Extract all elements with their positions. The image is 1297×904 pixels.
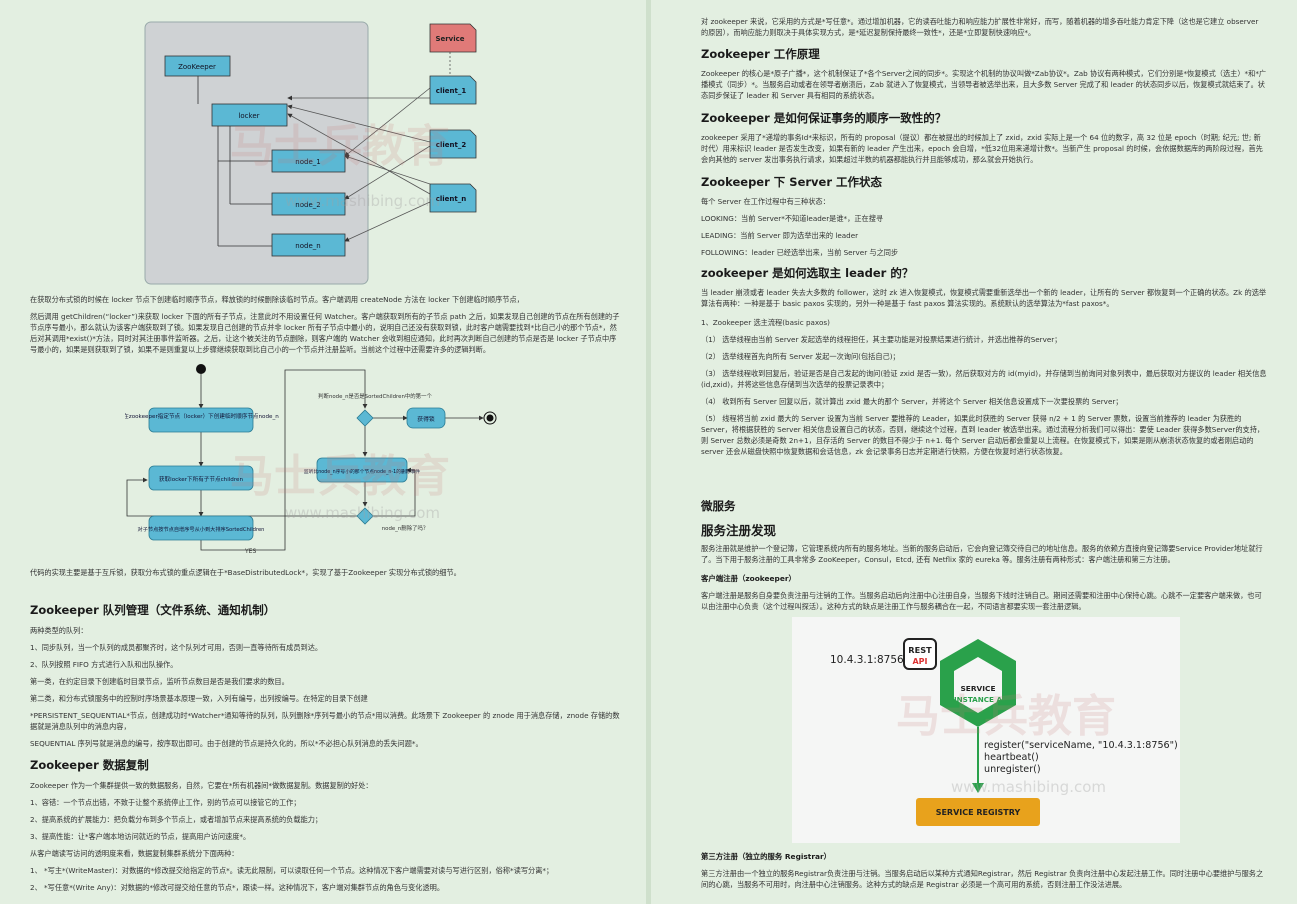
repl-line-5: 从客户端读写访问的透明度来看，数据复制集群系统分下面两种：: [30, 849, 239, 858]
node-2: node_2: [271, 192, 346, 216]
elect-line-1: 当 leader 崩溃或者 leader 失去大多数的 follower，这时 …: [701, 288, 1267, 308]
queue-line-7: SEQUENTIAL 序列号就是消息的编号，按序取出即可。由于创建的节点是持久化…: [30, 739, 423, 748]
repl-line-1: Zookeeper 作为一个集群提供一致的数据服务，自然，它要在*所有机器间*做…: [30, 781, 373, 790]
flow-step-watch: 监听比node_n序号小的那个节点node_n-1的删除事件: [304, 457, 421, 483]
heading-third-party-registration: 第三方注册（独立的服务 Registrar）: [701, 852, 831, 861]
zookeeper-lock-diagram: ZooKeeper locker node_1 node_2 node_n Se…: [144, 21, 477, 285]
flow-step-create-node: 在zookeeper指定节点（locker）下创建临时顺序节点node_n: [125, 407, 279, 433]
lock-para-1: 在获取分布式锁的时候在 locker 节点下创建临时顺序节点，释放锁的时候删除该…: [30, 295, 524, 304]
page-gutter: [646, 0, 651, 904]
queue-line-3: 2、队列按照 FIFO 方式进行入队和出队操作。: [30, 660, 178, 669]
zookeeper-node: ZooKeeper: [164, 55, 231, 77]
svg-text:node_n删除了吗？: node_n删除了吗？: [382, 524, 429, 532]
elect-line-5: （3） 选举线程收到回复后，验证是否是自己发起的询问(验证 zxid 是否一致)…: [701, 369, 1267, 389]
svg-text:node_1: node_1: [295, 158, 320, 166]
code-heartbeat: heartbeat(): [984, 752, 1039, 763]
svg-text:获取locker下所有子节点children: 获取locker下所有子节点children: [159, 475, 243, 483]
repl-line-7: 2、 *写任意*(Write Any)：对数据的*修改可提交给任意的节点*，跟读…: [30, 883, 445, 892]
queue-line-1: 两种类型的队列：: [30, 626, 88, 635]
queue-line-6: *PERSISTENT_SEQUENTIAL*节点，创建成功时*Watcher*…: [30, 711, 620, 731]
queue-line-2: 1、同步队列，当一个队列的成员都聚齐时，这个队列才可用，否则一直等待所有成员到达…: [30, 643, 323, 652]
svg-text:client_1: client_1: [436, 87, 467, 95]
svg-text:在zookeeper指定节点（locker）下创建临时顺序节: 在zookeeper指定节点（locker）下创建临时顺序节点node_n: [125, 412, 279, 420]
svg-text:监听比node_n序号小的那个节点node_n-1的删除事件: 监听比node_n序号小的那个节点node_n-1的删除事件: [304, 468, 421, 475]
svg-text:node_n: node_n: [295, 242, 320, 250]
heading-microservice: 微服务: [701, 499, 736, 513]
order-text: zookeeper 采用了*递增的事务Id*来标识，所有的 proposal（提…: [701, 133, 1263, 164]
svg-text:Service: Service: [435, 35, 464, 43]
queue-line-5: 第二类，和分布式锁服务中的控制时序场景基本原理一致，入列有编号，出列按编号。在特…: [30, 694, 368, 703]
svg-text:locker: locker: [238, 112, 259, 120]
write-any-intro: 对 zookeeper 来说，它采用的方式是*写任意*。通过增加机器，它的读吞吐…: [701, 17, 1259, 37]
svg-text:对子节点按节点自增序号从小到大排序SortedChildre: 对子节点按节点自增序号从小到大排序SortedChildren: [138, 525, 265, 533]
elect-line-3: （1） 选举线程由当前 Server 发起选举的线程担任，其主要功能是对投票结果…: [701, 335, 1062, 344]
state-line-1: 每个 Server 在工作过程中有三种状态：: [701, 197, 830, 206]
principle-text: Zookeeper 的核心是*原子广播*，这个机制保证了*各个Server之间的…: [701, 69, 1267, 100]
queue-line-4: 第一类，在约定目录下创建临时目录节点，监听节点数目是否是我们要求的数目。: [30, 677, 289, 686]
rest-api-badge: REST API: [903, 638, 937, 670]
lock-flowchart: 在zookeeper指定节点（locker）下创建临时顺序节点node_n 获取…: [125, 364, 497, 555]
svg-text:node_2: node_2: [295, 201, 320, 209]
flow-start: [196, 364, 206, 374]
service-registry-image: 10.4.3.1:8756 SERVICE INSTANCE A REST AP…: [792, 617, 1180, 843]
heading-order: Zookeeper 是如何保证事务的顺序一致性的？: [701, 111, 947, 125]
node-1: node_1: [271, 149, 346, 173]
svg-text:ZooKeeper: ZooKeeper: [178, 63, 216, 71]
svg-text:SERVICE: SERVICE: [960, 684, 995, 693]
service-registry-box: SERVICE REGISTRY: [916, 798, 1040, 826]
svg-text:获得锁: 获得锁: [417, 415, 435, 423]
state-line-2: LOOKING：当前 Server*不知道leader是谁*，正在搜寻: [701, 214, 884, 223]
elect-line-6: （4） 收到所有 Server 回复以后，就计算出 zxid 最大的那个 Ser…: [701, 397, 1123, 406]
flow-acquired: 获得锁: [406, 407, 446, 429]
flow-yes-label: YES: [244, 548, 256, 555]
state-line-4: FOLLOWING：leader 已经选举出来，当前 Server 与之同步: [701, 248, 899, 257]
repl-line-2: 1、容错：一个节点出错，不致于让整个系统停止工作，别的节点可以接管它的工作；: [30, 798, 301, 807]
service-hexagon: SERVICE INSTANCE A: [940, 639, 1016, 727]
left-page: ZooKeeper locker node_1 node_2 node_n Se…: [0, 0, 646, 904]
flow-end: [483, 411, 497, 425]
right-page: 对 zookeeper 来说，它采用的方式是*写任意*。通过增加机器，它的读吞吐…: [651, 0, 1297, 904]
registration-text: 服务注册就是维护一个登记簿，它管理系统内所有的服务地址。当新的服务启动后，它会向…: [701, 544, 1263, 564]
heading-registration: 服务注册发现: [701, 523, 777, 538]
service-node: Service: [429, 23, 477, 53]
client-2: client_2: [429, 129, 477, 159]
client-n: client_n: [429, 183, 477, 213]
lock-para-3: 代码的实现主要是基于互斥锁，获取分布式锁的重点逻辑在于*BaseDistribu…: [30, 568, 461, 577]
state-line-3: LEADING：当前 Server 即为选举出来的 leader: [701, 231, 859, 240]
instance-ip: 10.4.3.1:8756: [830, 654, 904, 666]
svg-text:API: API: [912, 657, 927, 666]
svg-text:client_n: client_n: [436, 195, 467, 203]
svg-text:INSTANCE A: INSTANCE A: [954, 695, 1002, 704]
heading-client-registration: 客户端注册（zookeeper）: [701, 574, 796, 583]
heading-principle: Zookeeper 工作原理: [701, 47, 820, 61]
code-register: register("serviceName, "10.4.3.1:8756"): [984, 740, 1178, 751]
svg-text:client_2: client_2: [436, 141, 467, 149]
locker-node: locker: [211, 103, 288, 127]
node-n: node_n: [271, 233, 346, 257]
repl-line-4: 3、提高性能：让*客户端本地访问就近的节点，提高用户访问速度*。: [30, 832, 251, 841]
code-unregister: unregister(): [984, 764, 1041, 775]
repl-line-6: 1、 *写主*(WriteMaster)：对数据的*修改提交给指定的节点*。读无…: [30, 866, 554, 875]
elect-line-7: （5） 线程将当前 zxid 最大的 Server 设置为当前 Server 要…: [701, 414, 1265, 456]
heading-replication: Zookeeper 数据复制: [30, 758, 149, 772]
svg-text:判断node_n是否是SortedChildren中的第一个: 判断node_n是否是SortedChildren中的第一个: [318, 392, 432, 400]
elect-line-4: （2） 选举线程首先向所有 Server 发起一次询问(包括自己)；: [701, 352, 900, 361]
elect-line-2: 1、Zookeeper 选主流程(basic paxos): [701, 318, 830, 327]
lock-para-2: 然后调用 getChildren(“locker”)来获取 locker 下面的…: [30, 312, 620, 354]
svg-text:SERVICE REGISTRY: SERVICE REGISTRY: [936, 808, 1021, 817]
repl-line-3: 2、提高系统的扩展能力：把负载分布到多个节点上，或者增加节点来提高系统的负载能力…: [30, 815, 323, 824]
flow-decision-deleted: node_n删除了吗？: [356, 507, 429, 532]
third-party-text: 第三方注册由一个独立的服务Registrar负责注册与注销。当服务启动后以某种方…: [701, 869, 1264, 889]
svg-text:REST: REST: [908, 645, 932, 655]
client-1: client_1: [429, 75, 477, 105]
flow-step-sort: 对子节点按节点自增序号从小到大排序SortedChildren: [138, 515, 265, 541]
heading-state: Zookeeper 下 Server 工作状态: [701, 175, 883, 189]
client-registration-text: 客户端注册是服务自身要负责注册与注销的工作。当服务启动后向注册中心注册自身，当服…: [701, 591, 1262, 611]
heading-queue: Zookeeper 队列管理（文件系统、通知机制）: [30, 603, 276, 617]
flow-decision-first: 判断node_n是否是SortedChildren中的第一个: [318, 392, 432, 427]
flow-step-get-children: 获取locker下所有子节点children: [148, 465, 254, 491]
heading-election: zookeeper 是如何选取主 leader 的？: [701, 266, 914, 280]
